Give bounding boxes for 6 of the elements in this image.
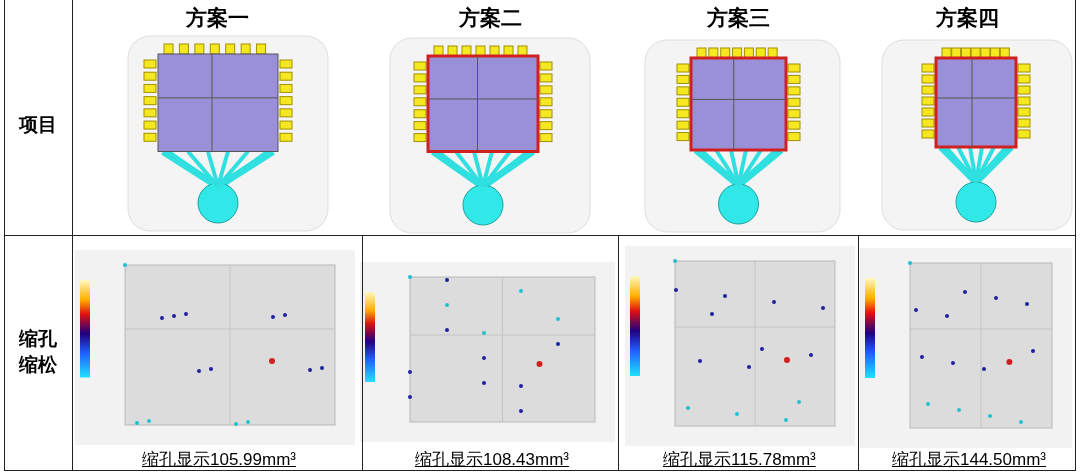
column-header: 方案二	[457, 5, 523, 31]
column-header: 方案三	[705, 5, 771, 31]
row-header: 缩孔缩松	[18, 327, 58, 377]
column-header: 方案一	[184, 5, 250, 31]
row-header: 项目	[18, 113, 58, 137]
column-header: 方案四	[934, 5, 1000, 31]
